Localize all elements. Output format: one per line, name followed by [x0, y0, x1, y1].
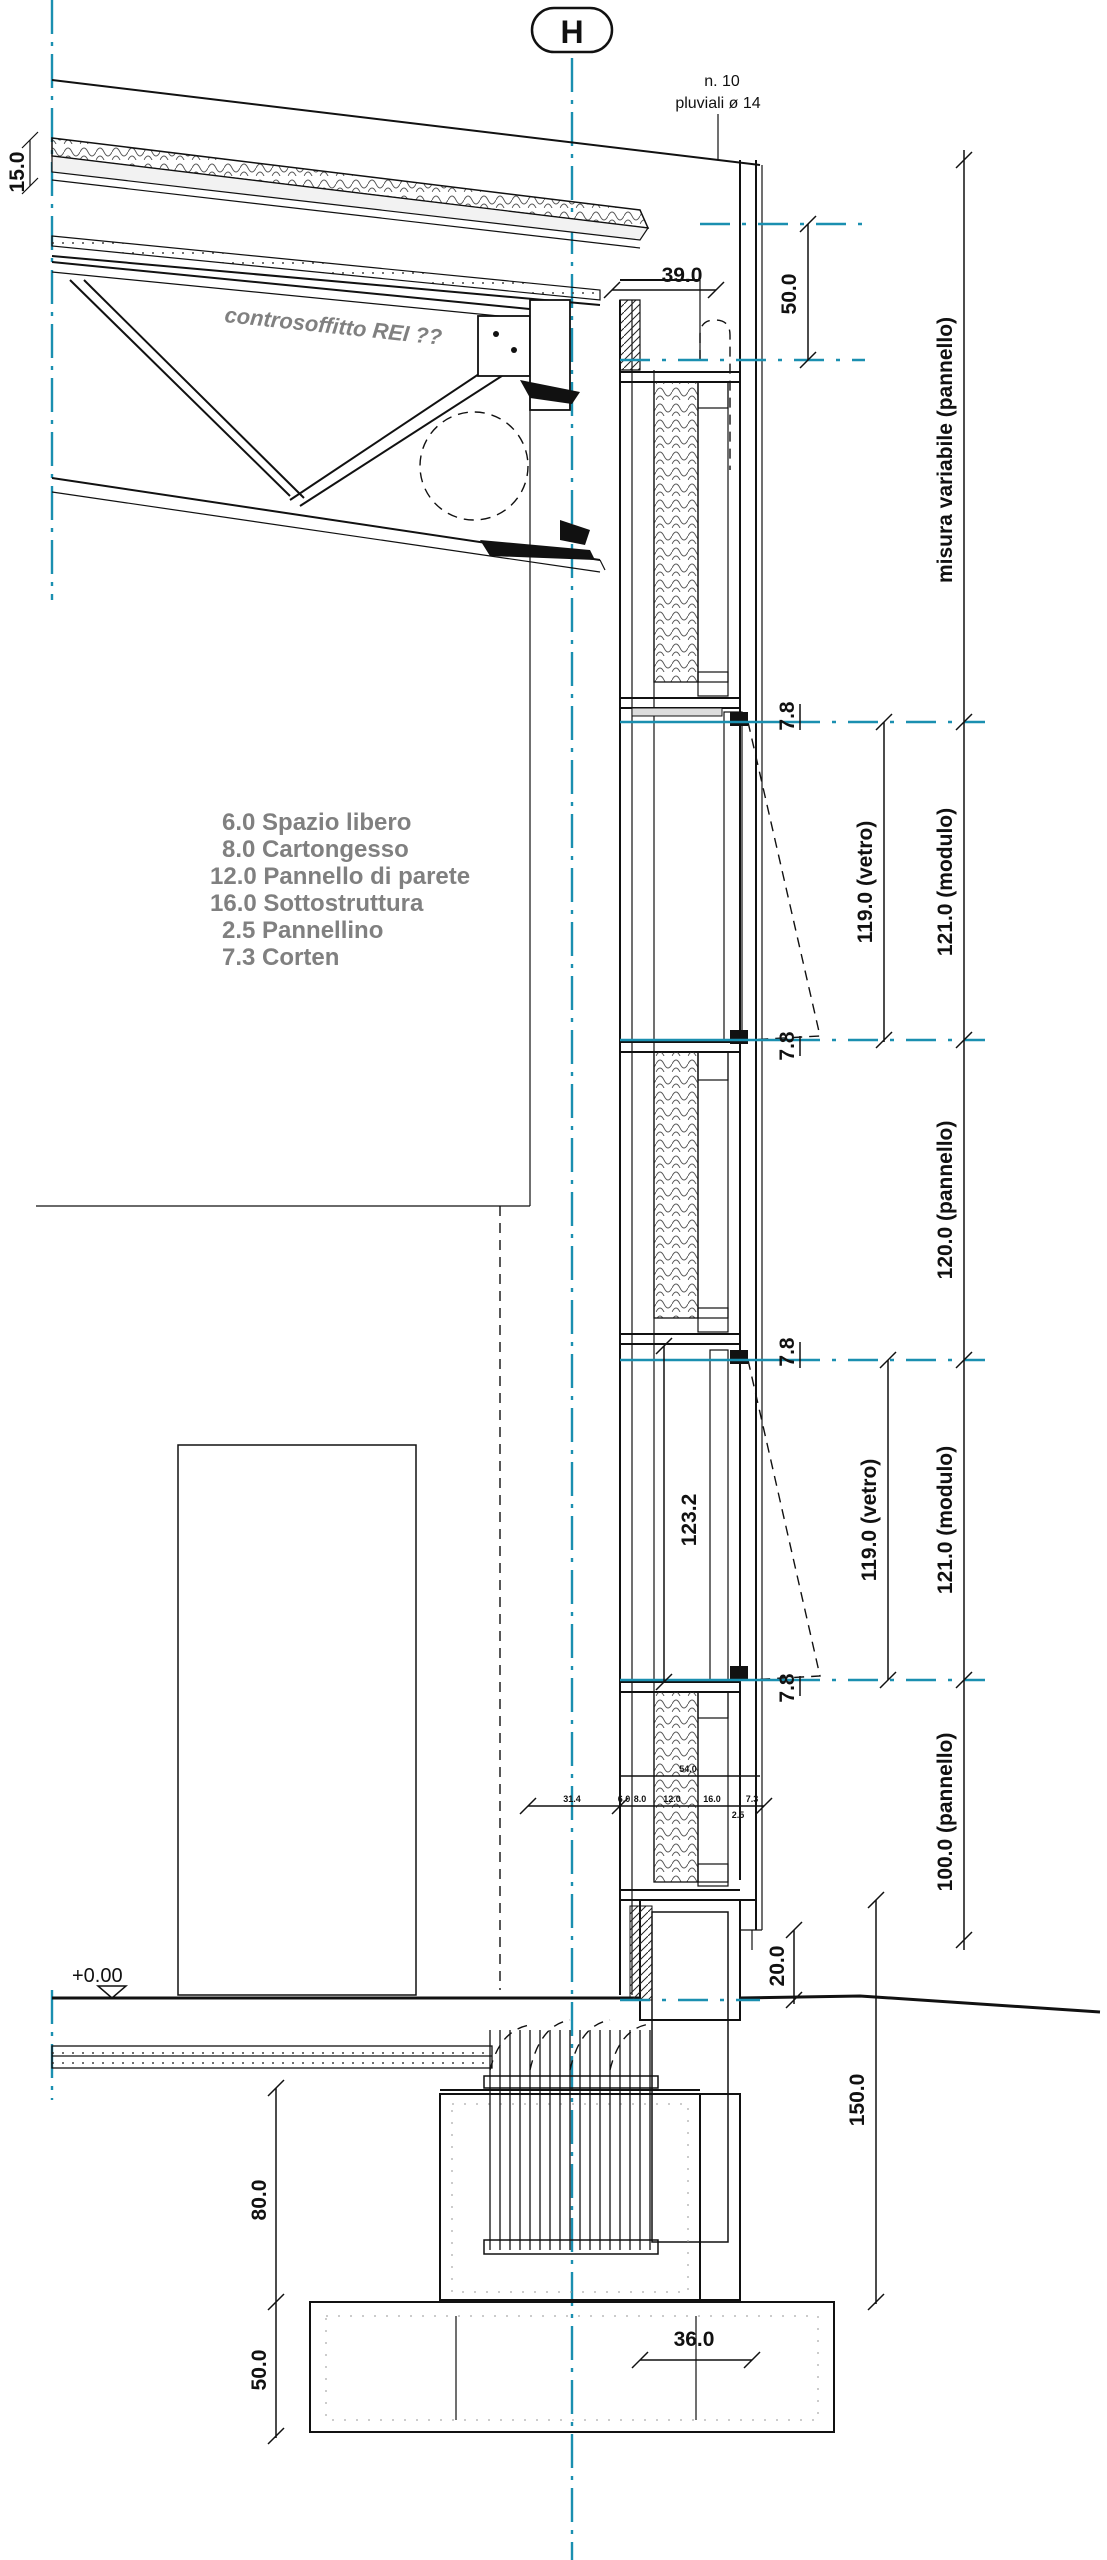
layer-item: 2.5 Pannellino [222, 917, 383, 944]
dim-panel-variable: misura variabile (pannello) [934, 317, 957, 583]
interior-outline [36, 560, 531, 1996]
level-lines [620, 222, 985, 2002]
dim-module-2: 121.0 (modulo) [934, 1446, 957, 1594]
layer-item: 12.0 Pannello di parete [210, 863, 470, 890]
layer-item: 16.0 Sottostruttura [210, 890, 424, 917]
roof-truss [51, 261, 606, 573]
dim-footing-width: 36.0 [674, 2328, 715, 2351]
layer-item: 6.0 Spazio libero [222, 809, 411, 836]
dim-wall-part: 6.0 [618, 1794, 631, 1804]
layer-list: 6.0 Spazio libero 8.0 Cartongesso 12.0 P… [210, 809, 470, 971]
door-opening [177, 1444, 417, 1996]
dim-panel-100: 100.0 (pannello) [934, 1733, 957, 1892]
dim-inner-height: 123.2 [678, 1494, 701, 1547]
downpipe-note: n. 10 pluviali ø 14 [675, 73, 761, 160]
foundation [51, 1899, 1101, 2433]
dimension-labels: 39.0 50.0 misura variabile (pannello) 7.… [248, 264, 957, 2390]
dim-gutter-depth: 50.0 [778, 274, 801, 315]
dim-joint-2: 7.8 [776, 1031, 799, 1061]
dim-wall-part: 12.0 [663, 1794, 681, 1804]
dim-plinth-offset: 20.0 [766, 1946, 789, 1987]
dim-footing-depth: 50.0 [248, 2350, 271, 2391]
note-line-2: pluviali ø 14 [675, 95, 760, 112]
axis-label: H [560, 14, 583, 50]
dim-panel-120: 120.0 (pannello) [934, 1121, 957, 1280]
dim-glass-1: 119.0 (vetro) [854, 821, 877, 944]
dim-wall-part: 7.3 [746, 1794, 759, 1804]
dim-joint-1: 7.8 [776, 701, 799, 731]
dim-wall-part: 2.5 [732, 1810, 745, 1820]
layer-item: 8.0 Cartongesso [222, 836, 409, 863]
dim-wall-part: 16.0 [703, 1794, 721, 1804]
ceiling-note: controsoffitto REI ?? [223, 302, 443, 350]
roof-assembly: 15.0 [6, 79, 761, 306]
dim-beam-depth: 80.0 [248, 2180, 271, 2221]
facade-wall [619, 160, 821, 1995]
dim-roof-thickness: 15.0 [6, 152, 29, 193]
dim-foundation-height: 150.0 [846, 2074, 869, 2127]
level-marker: +0.00 [72, 1965, 129, 1999]
dimension-lines [267, 150, 973, 2445]
dim-joint-3: 7.8 [776, 1337, 799, 1367]
dim-wall-total: 54.0 [679, 1764, 697, 1774]
dim-wall-part: 8.0 [634, 1794, 647, 1804]
note-line-1: n. 10 [704, 73, 740, 90]
axis-marker-h: H [530, 6, 614, 54]
dim-module-1: 121.0 (modulo) [934, 808, 957, 956]
level-label: +0.00 [72, 1965, 123, 1987]
dim-wall-part: 31.4 [563, 1794, 581, 1804]
layer-item: 7.3 Corten [222, 944, 339, 971]
grid-lines [50, 0, 574, 2560]
dim-gutter-width: 39.0 [662, 264, 703, 287]
dim-joint-4: 7.8 [776, 1673, 799, 1703]
dim-glass-2: 119.0 (vetro) [858, 1459, 881, 1582]
